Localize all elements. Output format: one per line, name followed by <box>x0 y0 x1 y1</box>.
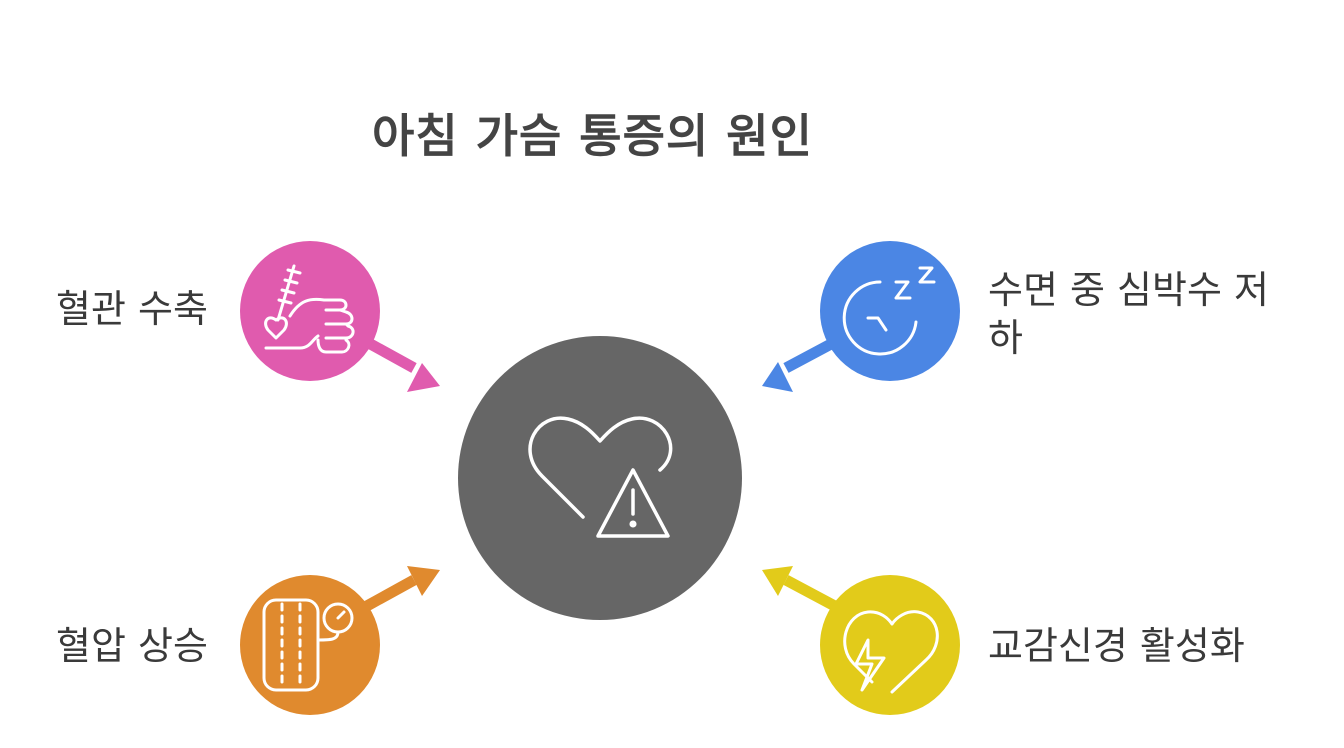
node-high-blood-pressure <box>240 575 380 715</box>
label-low-heart-rate: 수면 중 심박수 저하 <box>988 268 1269 360</box>
sleep-clock-icon <box>842 266 936 356</box>
node-vasoconstriction <box>240 241 380 381</box>
node-low-heart-rate <box>820 241 960 381</box>
arrow-high-blood-pressure <box>353 566 440 617</box>
heart-bolt-icon <box>843 610 939 694</box>
diagram-title: 아침 가슴 통증의 원인 <box>372 109 813 163</box>
node-sympathetic-activation <box>820 575 960 715</box>
blood-pressure-icon <box>262 598 354 692</box>
center-node <box>458 336 742 620</box>
heart-warning-icon <box>528 416 673 538</box>
label-high-blood-pressure: 혈압 상승 <box>56 624 208 668</box>
hand-squeeze-icon <box>264 264 355 354</box>
label-sympathetic-activation: 교감신경 활성화 <box>988 624 1245 668</box>
label-vasoconstriction: 혈관 수축 <box>56 287 208 331</box>
